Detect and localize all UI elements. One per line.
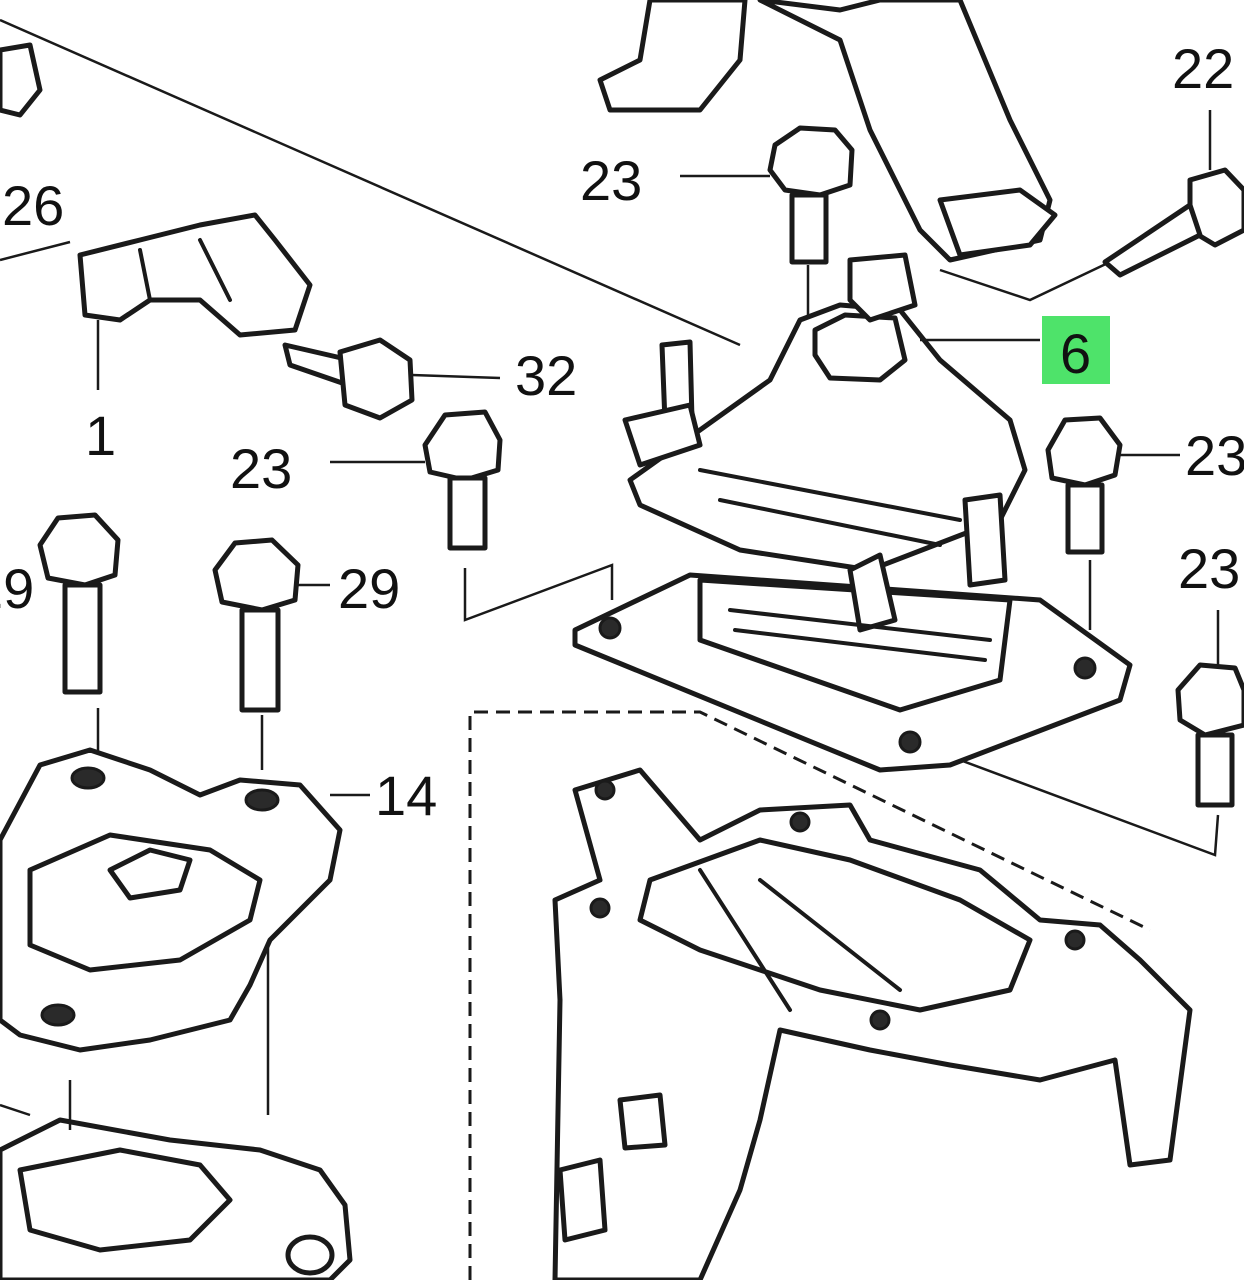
lower-left-mount — [0, 1080, 353, 1280]
callout-23-top: 23 — [580, 149, 642, 212]
leader-lines — [0, 18, 1220, 1117]
callout-23-middle: 23 — [230, 437, 292, 500]
callout-29: 29 — [338, 557, 400, 620]
bolt-29-left — [37, 512, 121, 760]
bracket-14 — [0, 747, 370, 1053]
bolt-23-right — [1045, 415, 1180, 555]
nut-top-left — [0, 42, 43, 118]
bolt-23-middle — [330, 409, 503, 551]
bolt-29 — [212, 537, 330, 770]
subframe-bracket — [552, 767, 1193, 1280]
callout-23-far-right: 23 — [1178, 537, 1240, 600]
engine-mount — [572, 252, 1133, 773]
callout-labels: 26 1 32 23 23 23 23 22 6 29 29 14 — [0, 37, 1244, 827]
callout-14: 14 — [375, 764, 437, 827]
bolt-23-top — [680, 125, 855, 320]
upper-bracket — [597, 0, 1058, 263]
callout-6: 6 — [1060, 322, 1091, 385]
bolt-32 — [282, 337, 501, 421]
clip-part-1 — [77, 212, 313, 390]
callout-26: 26 — [2, 174, 64, 237]
callout-1: 1 — [85, 404, 116, 467]
subassembly-dashed-box — [468, 710, 1151, 1280]
callout-23-right: 23 — [1185, 424, 1244, 487]
callout-32: 32 — [515, 344, 577, 407]
callout-22: 22 — [1172, 37, 1234, 100]
bolt-23-far-right — [1175, 610, 1244, 808]
screw-22 — [1102, 110, 1244, 278]
callout-6-highlight — [1042, 316, 1110, 384]
callout-29-left: 29 — [0, 557, 34, 620]
